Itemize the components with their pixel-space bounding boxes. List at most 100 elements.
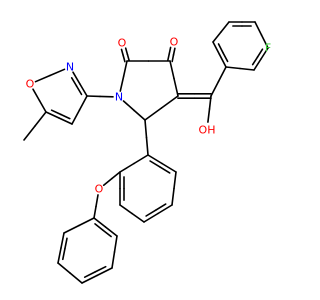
bond-c2-o1-2-b (120, 48, 124, 57)
bond-i4-i3-a (71, 109, 81, 125)
bond-c4-c5-a (160, 95, 179, 109)
bond-c3-c4-b (173, 77, 179, 97)
bond-i5-i4-inner-a (50, 109, 62, 116)
bond-a4-a5-a (131, 212, 145, 223)
bond-a4-a5-b (119, 204, 133, 215)
bond-p1-p2-b (212, 41, 221, 56)
bond-cx-oh-a (208, 95, 212, 110)
bond-b5-b6-inner-b (64, 237, 68, 250)
bond-c3-o2-2-b (168, 46, 172, 55)
bond-a1-a2-inner-a (149, 160, 161, 168)
atom-o-ether: O (95, 183, 104, 196)
bond-a2-a3-a (173, 171, 177, 190)
bond-i5-i4-inner-b (59, 113, 71, 120)
bond-b1-b2-a (93, 217, 107, 228)
bond-p2-p3-b (220, 21, 230, 33)
bond-a2-a3-b (171, 187, 175, 206)
atom-label-layer: F O O OH N N O O (26, 36, 272, 196)
atom-o-carbonyl-right: O (170, 36, 179, 49)
bond-ox-i5-a (32, 88, 41, 102)
atom-n-pyrrolidine: N (115, 91, 123, 104)
atom-label-o-carbonyl-left: O (118, 37, 127, 50)
bond-c3-o2-1-a (171, 54, 175, 63)
bond-i3-nx-inner-a (75, 85, 83, 96)
bond-i3-nx-b (72, 71, 81, 85)
bond-b4-b5-b (57, 262, 71, 274)
bond-p2-p3-a (212, 31, 222, 43)
bond-ox-i5-b (38, 99, 47, 113)
bond-c2-o1-1-a (126, 53, 130, 62)
bond-a6-oe-a (111, 171, 121, 180)
bond-p4-p5-b (260, 34, 269, 49)
bond-i3-nx-inner-b (70, 77, 78, 87)
bond-oe-b1-a (95, 194, 99, 208)
bond-p5-p6-inner-b (251, 56, 259, 66)
bond-c5-a1-b (145, 136, 149, 156)
bond-b5-b6-inner-a (61, 248, 66, 261)
atom-label-o-ether: O (95, 183, 104, 196)
bond-b3-b4-inner-b (83, 271, 96, 279)
bond-b1-b2-inner-a (94, 223, 104, 231)
bond-c3-o2-1-b (172, 47, 176, 56)
bond-p5-p6-a (260, 47, 269, 60)
bond-b5-b6-a (57, 247, 62, 264)
bond-c5-n1-b (122, 100, 135, 112)
atom-label-o-isoxazole: O (26, 78, 35, 91)
bond-nx-ox-b (34, 74, 51, 83)
atom-label-oh: OH (199, 124, 216, 137)
bond-b4-b5-a (69, 272, 83, 284)
bond-c2-o1-2-a (122, 54, 126, 63)
atom-o-isoxazole: O (26, 78, 35, 91)
bond-i3-nx-a (79, 83, 88, 97)
bond-cx-p1-a (210, 80, 220, 97)
atom-oh: OH (199, 124, 216, 137)
bond-c4-c5-b (144, 107, 163, 121)
atom-f: F (265, 42, 271, 55)
atom-label-f: F (265, 42, 271, 55)
bond-b1-b2-b (104, 226, 118, 237)
bond-b2-b3-a (113, 235, 118, 253)
bond-p6-p1-a (239, 67, 255, 71)
bond-layer (23, 21, 269, 284)
bond-n1-c2-a (119, 75, 125, 92)
molecule-diagram: F O O OH N N O O (23, 21, 272, 284)
bond-b3-b4-a (96, 267, 113, 277)
atom-label-o-carbonyl-right: O (170, 36, 179, 49)
bond-c2-o1-1-b (124, 47, 129, 56)
bond-a3-a4-b (143, 212, 159, 223)
bond-a1-a2-b (161, 162, 177, 173)
bond-b1-b2-inner-b (102, 229, 112, 238)
bond-p5-p6-b (253, 58, 262, 71)
bond-i4-i3-b (78, 95, 88, 111)
bond-a6-a1-a (119, 162, 135, 173)
bond-nx-ox-a (49, 68, 66, 77)
bond-p4-p5-a (254, 21, 263, 36)
bond-cx-p1-b (217, 66, 227, 83)
atom-o-carbonyl-left: O (118, 37, 127, 50)
bond-a3-a4-inner-a (155, 203, 167, 211)
bond-p1-p2-inner-a (222, 51, 229, 63)
bond-b2-b3-b (111, 251, 116, 269)
bond-i5-me-a (34, 111, 47, 127)
bond-a3-a4-inner-b (145, 209, 157, 217)
bond-c3-o2-2-a (167, 53, 170, 62)
bond-oe-b1-b (93, 205, 97, 219)
bond-c5-n1-a (133, 109, 146, 121)
bond-p5-p6-inner-a (256, 48, 264, 58)
bond-a3-a4-a (157, 204, 173, 215)
bond-a6-a1-b (133, 154, 149, 165)
bond-i5-i4-a (45, 111, 60, 119)
bond-p1-p2-a (218, 53, 227, 68)
bond-b6-b1-a (63, 224, 80, 234)
bond-c5-a1-a (144, 119, 148, 139)
atom-label-n-pyrrolidine: N (115, 91, 123, 104)
bond-n1-c2-b (122, 60, 128, 77)
bond-b3-b4-inner-a (94, 265, 107, 273)
bond-a6-oe-b (102, 177, 113, 186)
bond-b6-b1-b (78, 217, 95, 227)
bond-p6-p1-b (225, 66, 241, 70)
bond-b5-b6-b (60, 232, 65, 249)
bond-i5-i4-b (58, 117, 73, 125)
bond-b3-b4-b (81, 274, 98, 284)
bond-cx-oh-b (207, 108, 211, 123)
